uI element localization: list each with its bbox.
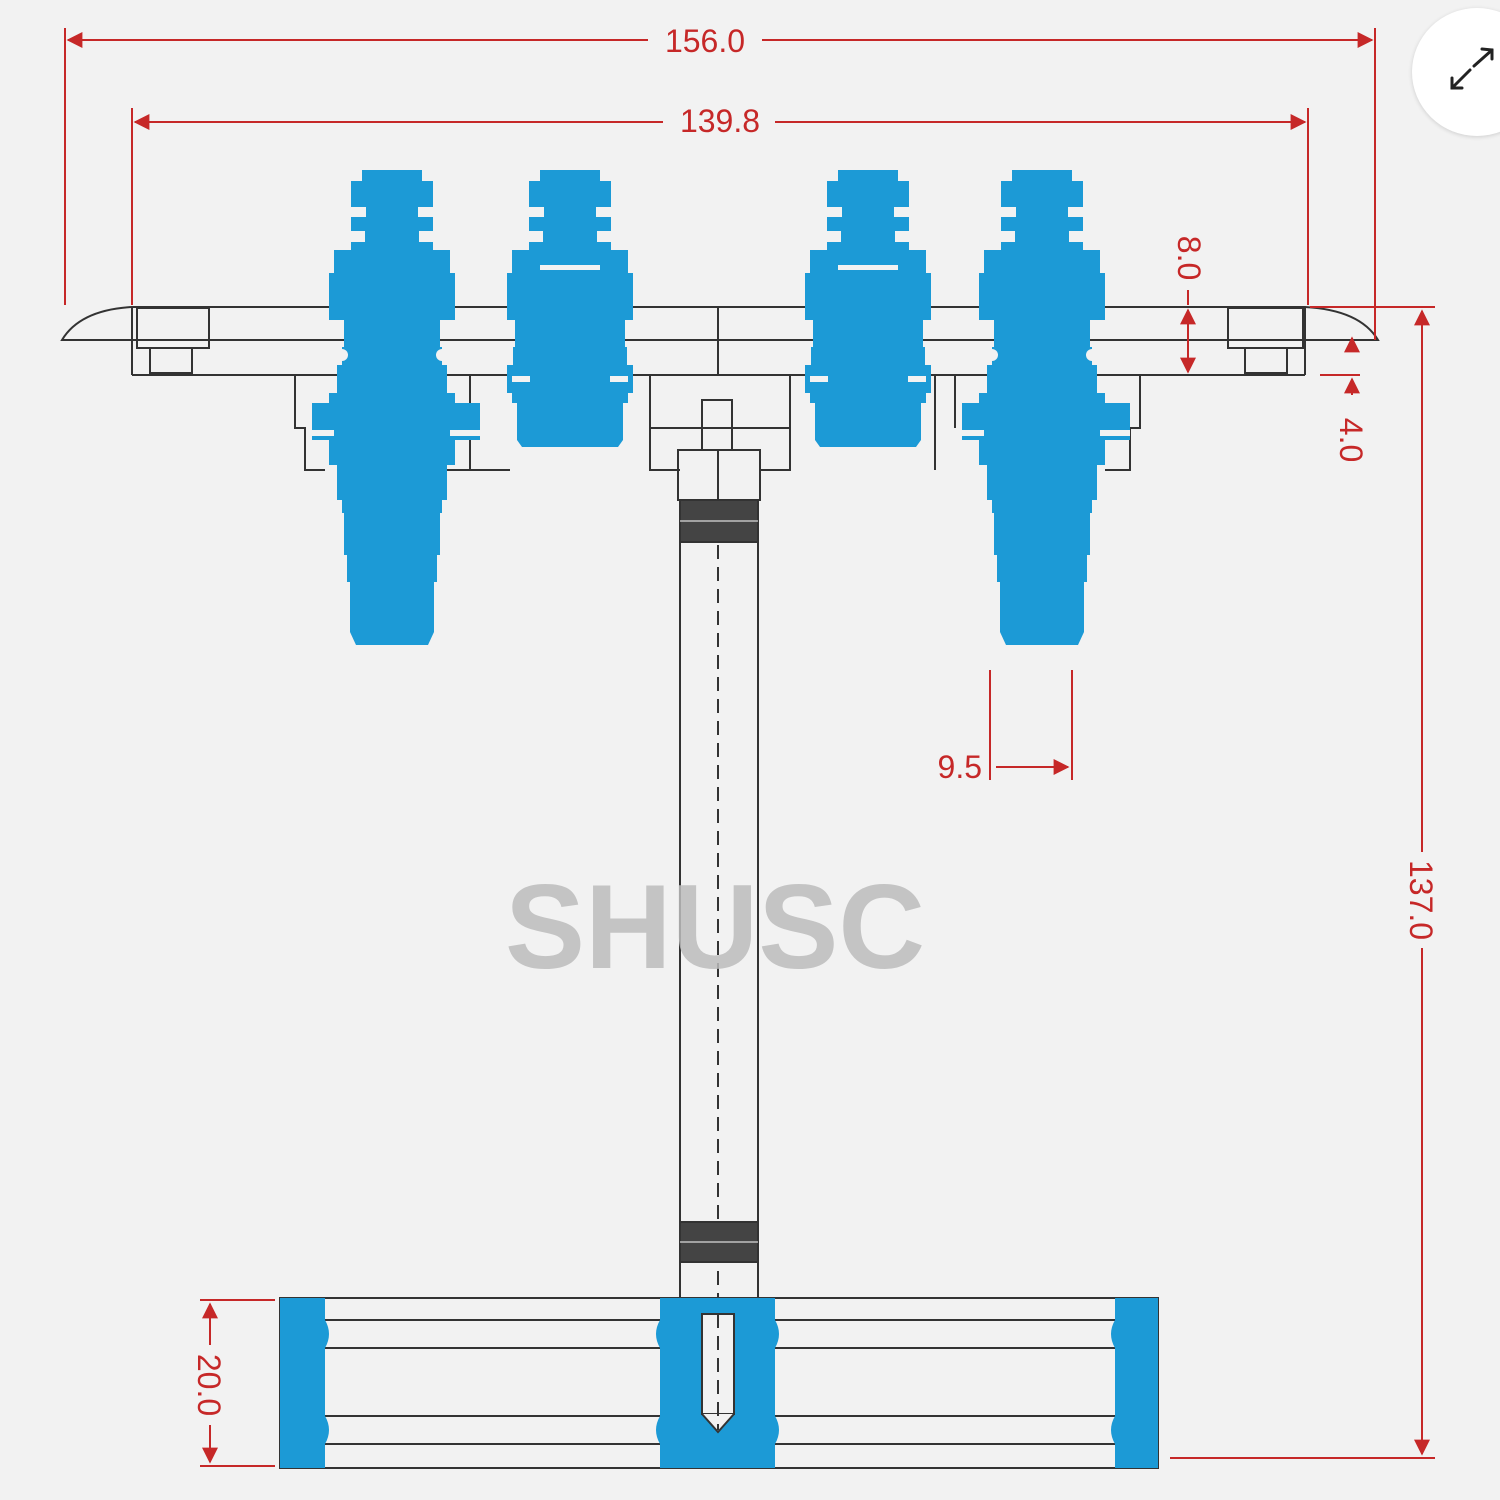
dim-tray-width: 139.8 [680, 103, 760, 139]
short-fitting-right [805, 170, 931, 447]
long-fitting-left [312, 170, 480, 645]
dim-base-height: 20.0 [191, 1354, 227, 1416]
expand-button[interactable] [1412, 8, 1500, 136]
dimension-lines [64, 28, 1435, 1467]
long-fitting-right [962, 170, 1130, 645]
center-column [677, 399, 761, 1420]
watermark: SHUSC [505, 860, 925, 994]
base [279, 1297, 1159, 1469]
short-fitting-left [507, 170, 633, 447]
tray-outline [60, 306, 1380, 471]
dim-overall-width: 156.0 [665, 23, 745, 59]
dim-total-height: 137.0 [1403, 860, 1439, 940]
dim-lip-offset: 4.0 [1333, 418, 1369, 462]
expand-arrows-icon [1450, 47, 1494, 90]
dim-tray-thickness: 8.0 [1171, 236, 1207, 280]
dim-tip-width: 9.5 [938, 749, 982, 785]
